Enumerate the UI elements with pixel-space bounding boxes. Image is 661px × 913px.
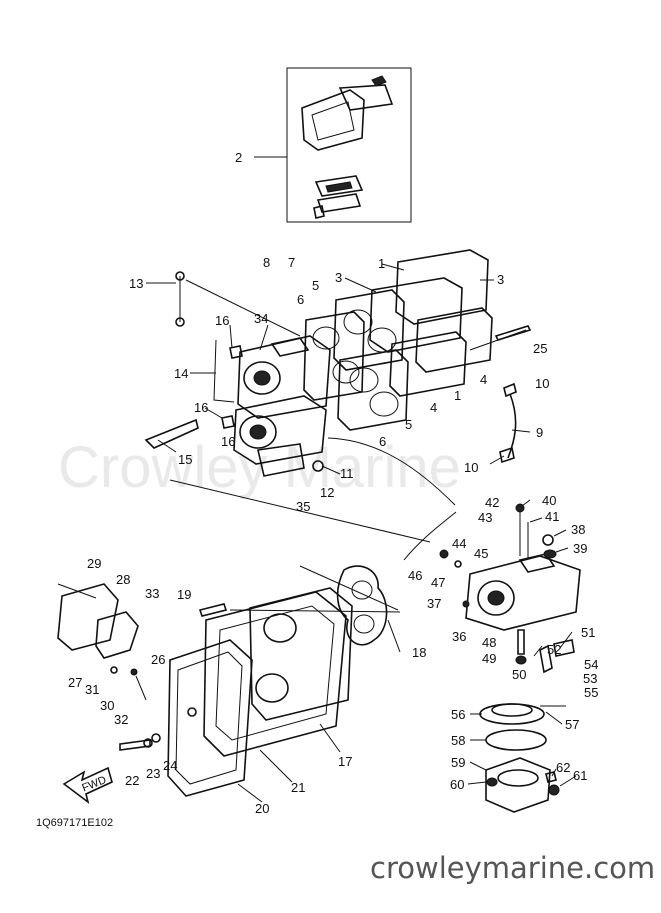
carburetor-detail bbox=[403, 503, 581, 674]
callout-32: 32 bbox=[114, 712, 128, 727]
callout-16: 16 bbox=[221, 434, 235, 449]
callout-12: 12 bbox=[320, 485, 334, 500]
callout-14: 14 bbox=[174, 366, 188, 381]
intake-manifold-plates bbox=[303, 249, 532, 431]
callout-56: 56 bbox=[451, 707, 465, 722]
callout-57: 57 bbox=[565, 717, 579, 732]
callout-45: 45 bbox=[474, 546, 488, 561]
callout-36: 36 bbox=[452, 629, 466, 644]
callout-52: 52 bbox=[547, 642, 561, 657]
callout-60: 60 bbox=[450, 777, 464, 792]
callout-16: 16 bbox=[194, 400, 208, 415]
callout-42: 42 bbox=[485, 495, 499, 510]
fuel-hose bbox=[499, 382, 517, 464]
diagram-code: 1Q697171E102 bbox=[36, 817, 113, 829]
callout-9: 9 bbox=[536, 425, 543, 440]
callout-29: 29 bbox=[87, 556, 101, 571]
callout-19: 19 bbox=[177, 587, 191, 602]
callout-54: 54 bbox=[584, 657, 598, 672]
callout-40: 40 bbox=[542, 493, 556, 508]
callout-58: 58 bbox=[451, 733, 465, 748]
callout-51: 51 bbox=[581, 625, 595, 640]
intake-silencer bbox=[57, 565, 401, 797]
callout-46: 46 bbox=[408, 568, 422, 583]
callout-47: 47 bbox=[431, 575, 445, 590]
callout-33: 33 bbox=[145, 586, 159, 601]
callout-55: 55 bbox=[584, 685, 598, 700]
callout-5: 5 bbox=[312, 278, 319, 293]
callout-38: 38 bbox=[571, 522, 585, 537]
callout-50: 50 bbox=[512, 667, 526, 682]
callout-1: 1 bbox=[378, 256, 385, 271]
callout-25: 25 bbox=[533, 341, 547, 356]
callout-39: 39 bbox=[573, 541, 587, 556]
callout-34: 34 bbox=[254, 311, 268, 326]
callout-23: 23 bbox=[146, 766, 160, 781]
svg-text:FWD: FWD bbox=[80, 774, 108, 795]
callout-15: 15 bbox=[178, 452, 192, 467]
callout-10: 10 bbox=[535, 376, 549, 391]
callout-22: 22 bbox=[125, 773, 139, 788]
callout-35: 35 bbox=[296, 499, 310, 514]
callout-17: 17 bbox=[338, 754, 352, 769]
callout-11: 11 bbox=[340, 466, 354, 481]
callout-8: 8 bbox=[263, 255, 270, 270]
callout-7: 7 bbox=[288, 255, 295, 270]
callout-6: 6 bbox=[379, 434, 386, 449]
callout-44: 44 bbox=[452, 536, 466, 551]
callout-18: 18 bbox=[412, 645, 426, 660]
callout-27: 27 bbox=[68, 675, 82, 690]
callout-4: 4 bbox=[430, 400, 437, 415]
watermark-text: Crowley Marine bbox=[58, 435, 461, 500]
callout-16: 16 bbox=[215, 313, 229, 328]
callout-28: 28 bbox=[116, 572, 130, 587]
callout-26: 26 bbox=[151, 652, 165, 667]
callout-10: 10 bbox=[464, 460, 478, 475]
callout-49: 49 bbox=[482, 651, 496, 666]
callout-1: 1 bbox=[454, 388, 461, 403]
callout-59: 59 bbox=[451, 755, 465, 770]
carburetor-assembly bbox=[144, 271, 456, 543]
callout-leaders bbox=[146, 156, 577, 803]
callout-41: 41 bbox=[545, 509, 559, 524]
float-bowl bbox=[479, 703, 566, 813]
reed-valve-inset bbox=[286, 67, 412, 223]
callout-20: 20 bbox=[255, 801, 269, 816]
callout-31: 31 bbox=[85, 682, 99, 697]
callout-61: 61 bbox=[573, 768, 587, 783]
footer-url: crowleymarine.com bbox=[370, 851, 655, 885]
callout-48: 48 bbox=[482, 635, 496, 650]
callout-21: 21 bbox=[291, 780, 305, 795]
callout-53: 53 bbox=[583, 671, 597, 686]
callout-3: 3 bbox=[335, 270, 342, 285]
callout-30: 30 bbox=[100, 698, 114, 713]
callout-13: 13 bbox=[129, 276, 143, 291]
callout-24: 24 bbox=[163, 758, 177, 773]
callout-5: 5 bbox=[405, 417, 412, 432]
callout-2: 2 bbox=[235, 150, 242, 165]
callout-labels: 1 1 2 3 3 4 4 5 5 6 6 7 8 9 10 10 11 12 … bbox=[68, 150, 598, 816]
fwd-arrow: FWD bbox=[62, 766, 113, 804]
callout-62: 62 bbox=[556, 760, 570, 775]
callout-37: 37 bbox=[427, 596, 441, 611]
callout-4: 4 bbox=[480, 372, 487, 387]
callout-6: 6 bbox=[297, 292, 304, 307]
callout-3: 3 bbox=[497, 272, 504, 287]
callout-43: 43 bbox=[478, 510, 492, 525]
